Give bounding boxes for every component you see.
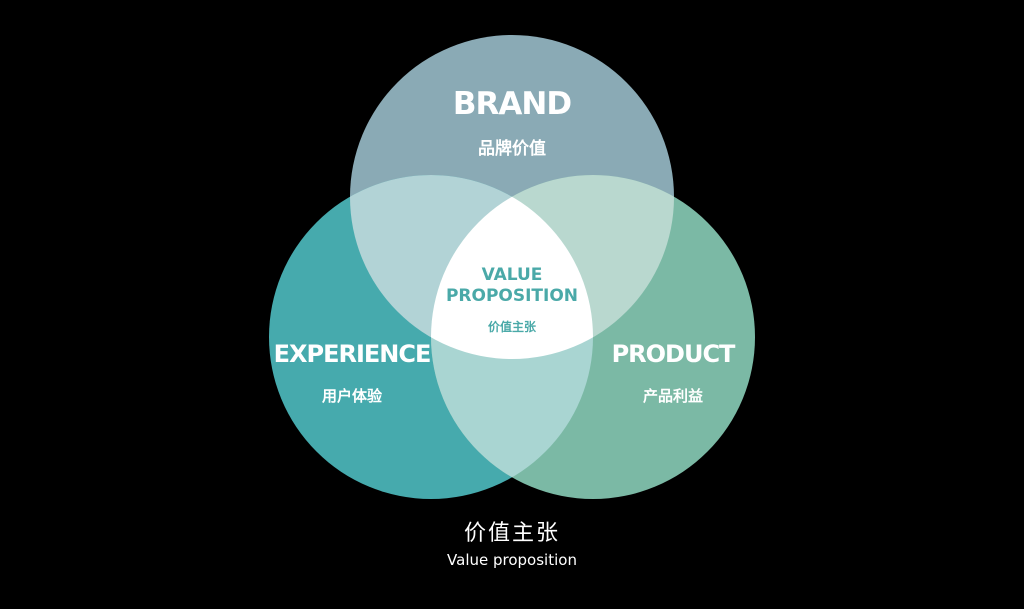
experience-subtitle: 用户体验 (321, 387, 383, 405)
value-proposition-subtitle: 价值主张 (487, 320, 537, 334)
product-title: PRODUCT (611, 340, 736, 368)
caption-chinese: 价值主张 (463, 521, 561, 546)
caption-english: Value proposition (447, 551, 577, 569)
value-proposition-title: VALUE PROPOSITION (446, 265, 578, 307)
brand-title: BRAND (452, 86, 572, 122)
brand-subtitle: 品牌价值 (478, 139, 546, 159)
value-proposition-line1: VALUE (481, 265, 543, 285)
experience-title: EXPERIENCE (273, 340, 432, 368)
center-overlap (431, 175, 593, 359)
product-subtitle: 产品利益 (642, 387, 704, 405)
value-proposition-line2: PROPOSITION (445, 286, 579, 306)
